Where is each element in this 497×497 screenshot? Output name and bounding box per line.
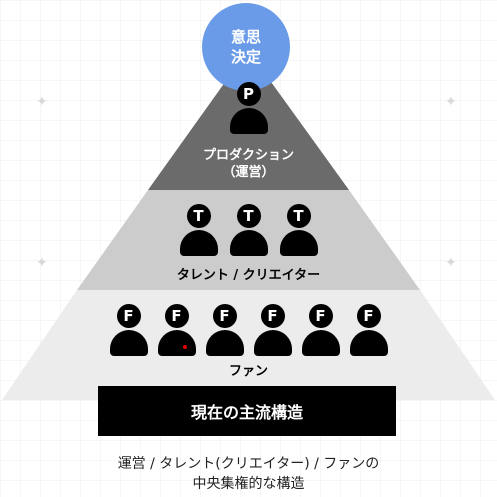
talent-person-body: [229, 230, 268, 256]
diagram-caption: 運営 / タレント(クリエイター) / ファンの 中央集権的な構造: [117, 456, 380, 492]
fan-person-icon: F: [345, 304, 393, 356]
tier-fan-label: ファン: [228, 364, 268, 379]
production-person-body: [229, 108, 268, 134]
fan-person-body: [301, 330, 340, 356]
sparkle-icon: ✦: [36, 255, 48, 271]
fan-person-icon: F: [249, 304, 297, 356]
production-person-icon: P: [225, 82, 273, 134]
fan-person-letter: F: [164, 304, 189, 328]
fan-person-letter: F: [260, 304, 285, 328]
sparkle-icon: ✦: [445, 255, 457, 271]
talent-person-body: [279, 230, 318, 256]
fan-person-icon: F: [153, 304, 201, 356]
fan-person-icon: F: [105, 304, 153, 356]
sparkle-icon: ✦: [36, 94, 48, 110]
red-dot-icon: [182, 345, 187, 349]
talent-person-body: [179, 230, 218, 256]
fan-person-body: [109, 330, 148, 356]
current-structure-banner: 現在の主流構造: [98, 386, 396, 436]
fan-person-body: [205, 330, 244, 356]
tier-talent-label: タレント / クリエイター: [176, 268, 321, 283]
fan-person-letter: F: [212, 304, 237, 328]
production-figures: P: [0, 82, 497, 134]
fan-person-body: [157, 330, 196, 356]
production-person-letter: P: [236, 82, 261, 106]
banner-label: 現在の主流構造: [190, 403, 303, 422]
talent-person-icon: T: [175, 204, 223, 256]
talent-person-icon: T: [225, 204, 273, 256]
fan-person-icon: F: [201, 304, 249, 356]
fan-person-letter: F: [356, 304, 381, 328]
fan-person-letter: F: [308, 304, 333, 328]
talent-person-icon: T: [275, 204, 323, 256]
sparkle-icon: ✦: [445, 94, 457, 110]
fan-person-letter: F: [116, 304, 141, 328]
talent-person-letter: T: [186, 204, 211, 228]
decision-circle: 意思 決定: [202, 3, 290, 91]
talent-person-letter: T: [236, 204, 261, 228]
fan-person-icon: F: [297, 304, 345, 356]
tier-production-label: プロダクション （運営）: [202, 148, 294, 180]
talent-person-letter: T: [286, 204, 311, 228]
fan-person-body: [349, 330, 388, 356]
fan-person-body: [253, 330, 292, 356]
